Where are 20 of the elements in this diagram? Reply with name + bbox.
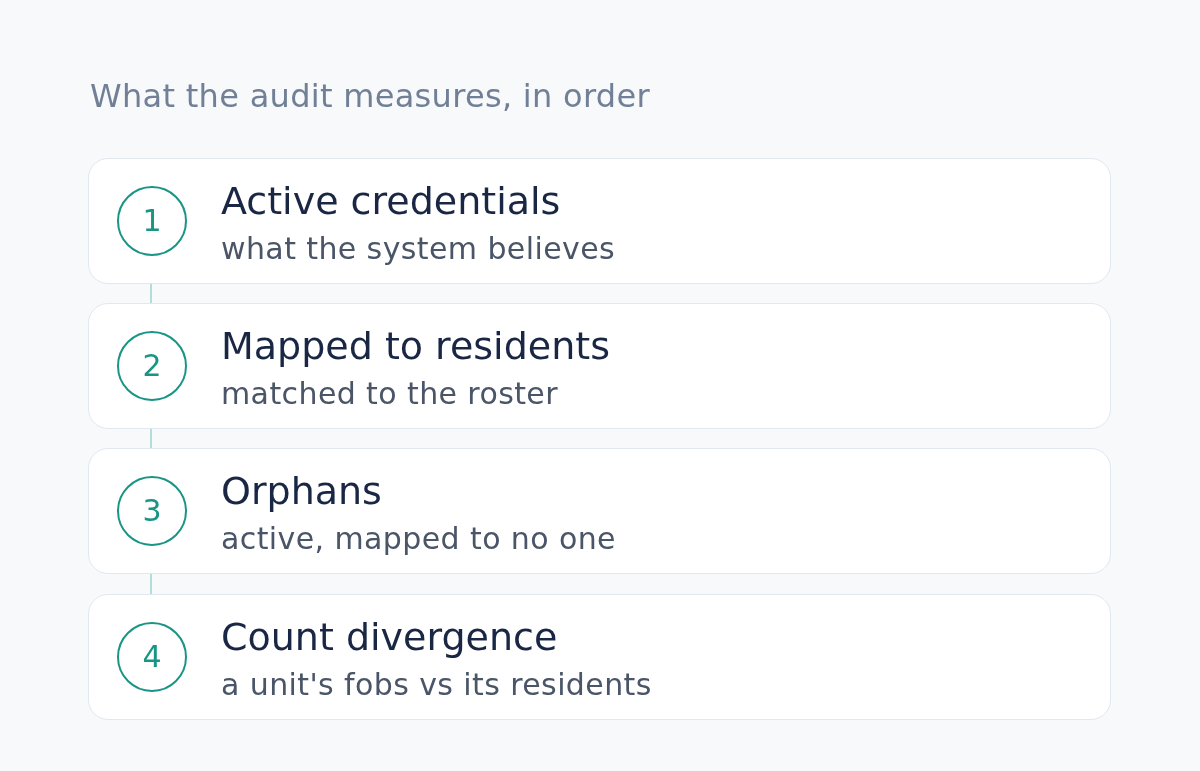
step-title: Active credentials [221, 179, 562, 223]
diagram-title: What the audit measures, in order [90, 76, 650, 116]
connector-line [150, 573, 152, 595]
step-card [88, 158, 1111, 284]
connector-line [150, 283, 152, 304]
step-title: Mapped to residents [221, 324, 610, 368]
step-title: Count divergence [221, 615, 559, 659]
step-number-circle: 4 [117, 622, 187, 692]
step-card [88, 594, 1111, 720]
step-number-circle: 3 [117, 476, 187, 546]
step-description: active, mapped to no one [221, 521, 616, 557]
connector-line [150, 428, 152, 449]
step-card [88, 303, 1111, 429]
step-description: matched to the roster [221, 376, 559, 412]
step-card [88, 448, 1111, 574]
step-description: what the system believes [221, 231, 616, 267]
step-number-circle: 1 [117, 186, 187, 256]
step-title: Orphans [221, 469, 383, 513]
step-number-circle: 2 [117, 331, 187, 401]
step-description: a unit's fobs vs its residents [221, 667, 652, 703]
